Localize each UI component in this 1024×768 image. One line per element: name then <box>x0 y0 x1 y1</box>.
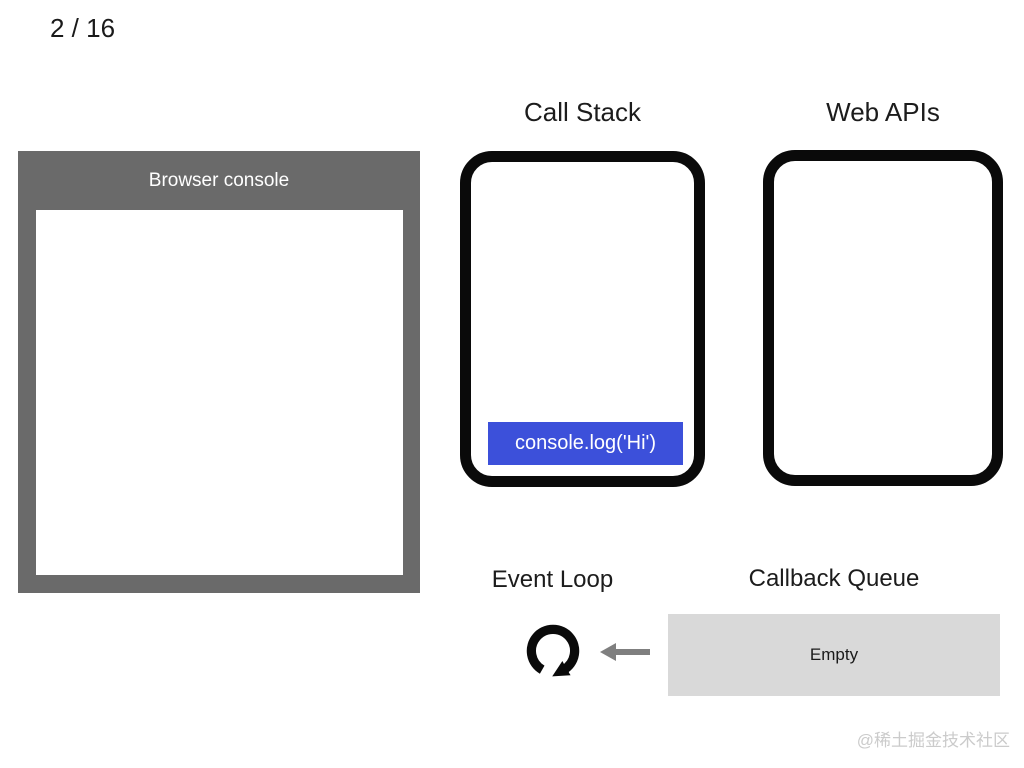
left-arrow-icon <box>600 643 650 661</box>
web-apis-heading: Web APIs <box>826 97 940 127</box>
browser-console-title: Browser console <box>148 169 290 191</box>
watermark: @稀土掘金技术社区 <box>856 731 1010 750</box>
call-stack-box: console.log('Hi') <box>460 151 705 487</box>
event-loop-heading: Event Loop <box>491 566 614 593</box>
callback-queue-status: Empty <box>809 645 859 664</box>
call-stack-heading: Call Stack <box>523 97 642 127</box>
stack-frame-console-log: console.log('Hi') <box>488 422 683 465</box>
slide-counter: 2 / 16 <box>50 13 116 43</box>
browser-console-output <box>36 210 403 575</box>
callback-queue-heading: Callback Queue <box>748 565 920 592</box>
browser-console-panel: Browser console <box>18 151 420 593</box>
web-apis-box <box>763 150 1003 486</box>
callback-queue-box: Empty <box>668 614 1000 696</box>
event-loop-circular-arrow-icon <box>526 624 580 677</box>
